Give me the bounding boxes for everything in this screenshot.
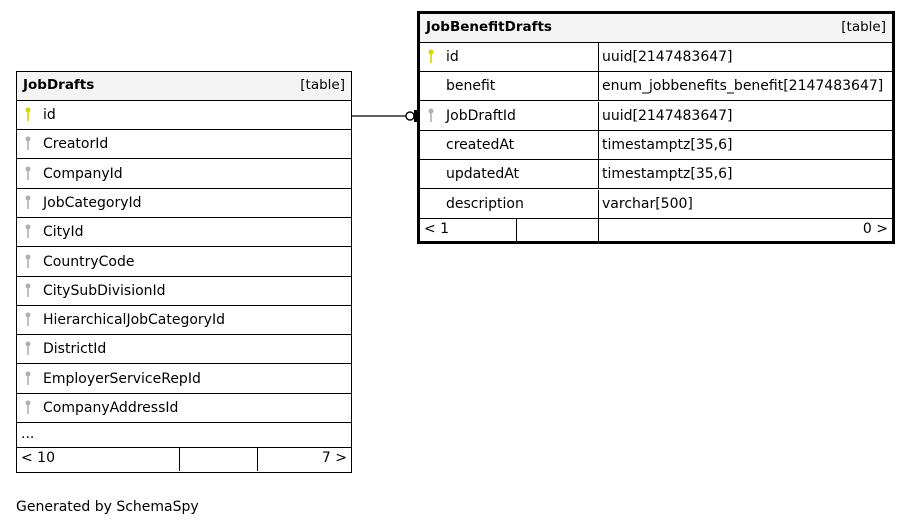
table-jobbenefitdrafts[interactable]: JobBenefitDrafts [table] id uuid[21474836… (417, 11, 895, 244)
column-name: updatedAt (446, 166, 520, 183)
column-name: CountryCode (43, 253, 135, 270)
footer-left: < 10 (21, 450, 55, 466)
foreign-key-icon (25, 371, 31, 385)
column-row[interactable]: EmployerServiceRepId (17, 365, 351, 394)
column-row[interactable]: description varchar[500] (420, 189, 892, 219)
column-name: id (446, 49, 459, 65)
table-header: JobDrafts [table] (17, 72, 351, 101)
column-name: CompanyAddressId (43, 400, 179, 416)
foreign-key-icon (25, 166, 31, 180)
column-row[interactable]: CitySubDivisionId (17, 277, 351, 306)
column-name: createdAt (446, 136, 515, 153)
column-type: varchar[500] (602, 195, 693, 212)
column-type: timestamptz[35,6] (602, 136, 733, 153)
column-row[interactable]: CompanyAddressId (17, 394, 351, 423)
foreign-key-icon (25, 224, 31, 239)
foreign-key-icon (428, 108, 434, 122)
primary-key-icon (25, 107, 31, 121)
column-name: CityId (43, 224, 84, 241)
table-name: JobBenefitDrafts (426, 19, 552, 35)
column-type: uuid[2147483647] (602, 49, 733, 65)
column-row[interactable]: updatedAt timestamptz[35,6] (420, 160, 892, 190)
column-name: CompanyId (43, 165, 123, 182)
more-label: ... (21, 426, 35, 442)
column-name: JobDraftId (446, 107, 516, 124)
column-row[interactable]: DistrictId (17, 335, 351, 365)
primary-key-icon (428, 49, 434, 63)
column-type: uuid[2147483647] (602, 107, 733, 124)
column-name: description (446, 195, 524, 212)
footer-left: < 1 (424, 221, 450, 237)
column-name: id (43, 107, 56, 123)
column-type: enum_jobbenefits_benefit[2147483647] (602, 78, 884, 95)
column-row[interactable]: benefit enum_jobbenefits_benefit[21474836… (420, 72, 892, 102)
relationship-connector (352, 110, 418, 122)
column-type: timestamptz[35,6] (602, 166, 733, 183)
column-name: JobCategoryId (43, 194, 142, 211)
more-columns: ... (17, 424, 351, 448)
column-name: EmployerServiceRepId (43, 370, 201, 387)
table-header: JobBenefitDrafts [table] (420, 14, 892, 43)
column-row[interactable]: createdAt timestamptz[35,6] (420, 130, 892, 160)
column-name: CreatorId (43, 136, 109, 153)
column-row[interactable]: HierarchicalJobCategoryId (17, 306, 351, 336)
table-type: [table] (300, 77, 345, 93)
column-row[interactable]: CreatorId (17, 130, 351, 160)
table-footer: < 10 7 > (17, 448, 351, 471)
table-name: JobDrafts (23, 77, 95, 93)
column-name: benefit (446, 78, 496, 95)
foreign-key-icon (25, 341, 31, 356)
column-row[interactable]: CountryCode (17, 248, 351, 277)
column-row[interactable]: CompanyId (17, 160, 351, 189)
foreign-key-icon (25, 312, 31, 327)
foreign-key-icon (25, 254, 31, 268)
column-row[interactable]: CityId (17, 218, 351, 248)
column-row[interactable]: id uuid[2147483647] (420, 43, 892, 72)
column-row[interactable]: id (17, 101, 351, 130)
table-footer: < 1 0 > (420, 219, 892, 241)
generated-by-footer: Generated by SchemaSpy (16, 499, 199, 515)
foreign-key-icon (25, 195, 31, 209)
footer-right: 7 > (321, 450, 347, 466)
column-name: DistrictId (43, 341, 107, 358)
footer-right: 0 > (862, 221, 888, 237)
column-row[interactable]: JobCategoryId (17, 189, 351, 218)
foreign-key-icon (25, 283, 31, 297)
foreign-key-icon (25, 136, 31, 151)
table-type: [table] (841, 19, 886, 35)
column-name: CitySubDivisionId (43, 282, 166, 299)
column-row[interactable]: JobDraftId uuid[2147483647] (420, 101, 892, 131)
foreign-key-icon (25, 400, 31, 414)
column-name: HierarchicalJobCategoryId (43, 312, 225, 329)
